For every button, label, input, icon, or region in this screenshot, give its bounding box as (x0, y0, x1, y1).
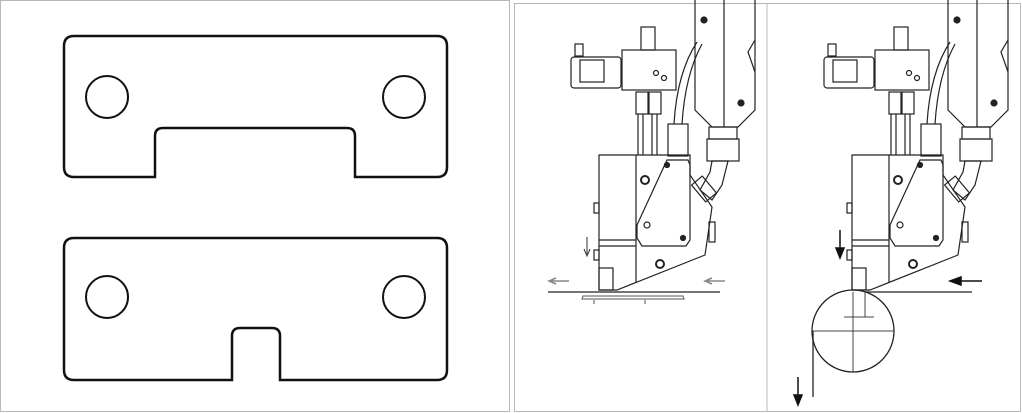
arrow-left-icon (703, 277, 725, 285)
plate-hole (85, 75, 129, 119)
nozzle-roller-panel (792, 0, 1009, 408)
plates-panel (0, 0, 510, 412)
vacuum-table (581, 295, 685, 304)
plate-wide-notch (62, 34, 449, 179)
plate-hole (382, 275, 426, 319)
panel-frame (0, 0, 510, 412)
arrow-left-icon (947, 275, 982, 287)
arrow-down-icon (583, 237, 591, 258)
arrow-down-icon (834, 230, 846, 261)
plate-hole (382, 75, 426, 119)
roller-crosshair (812, 292, 894, 372)
plate-narrow-notch (62, 236, 449, 382)
plate-hole (85, 275, 129, 319)
arrow-left-icon (547, 277, 569, 285)
nozzle-flat-panel (547, 0, 756, 304)
arrow-down-icon (792, 377, 804, 408)
